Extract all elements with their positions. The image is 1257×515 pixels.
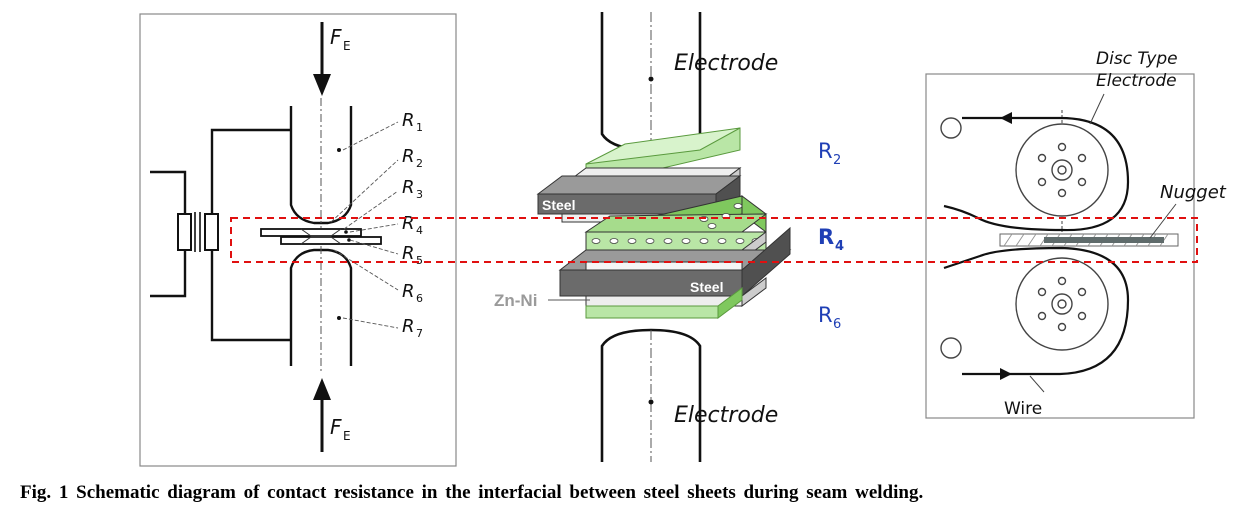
label-r3-sub: 3 bbox=[416, 188, 423, 201]
label-r5: R bbox=[402, 243, 415, 264]
upper-guide-roller bbox=[940, 117, 962, 139]
lower-wire bbox=[943, 246, 1130, 376]
middle-lower-electrode bbox=[600, 328, 702, 462]
left-panel: F E F E bbox=[139, 13, 457, 467]
upper-disc-electrode bbox=[1015, 110, 1109, 232]
label-r4-sub: 4 bbox=[416, 224, 423, 237]
label-r4: R bbox=[402, 213, 415, 234]
r4-label: R bbox=[818, 225, 834, 249]
lower-electrode bbox=[289, 246, 353, 372]
nugget-label: Nugget bbox=[1160, 182, 1227, 203]
lower-sheet-stack bbox=[558, 226, 792, 319]
label-r2-sub: 2 bbox=[416, 157, 423, 170]
r4-sub: 4 bbox=[835, 239, 844, 254]
upper-wire bbox=[943, 116, 1130, 232]
force-bottom-subscript: E bbox=[343, 429, 351, 443]
upper-wire-arrow bbox=[1000, 112, 1012, 124]
figure-caption: Fig. 1 Schematic diagram of contact resi… bbox=[20, 482, 924, 503]
label-r6-sub: 6 bbox=[416, 292, 423, 305]
resistance-leaders bbox=[330, 121, 399, 329]
electrode-bottom-label: Electrode bbox=[674, 403, 778, 428]
force-arrow-bottom bbox=[313, 378, 331, 452]
upper-electrode bbox=[289, 98, 353, 228]
middle-panel: Electrode Steel bbox=[494, 12, 844, 462]
wire-leader bbox=[1029, 375, 1045, 393]
force-top-label: F bbox=[330, 25, 342, 49]
r2-label: R bbox=[818, 139, 833, 163]
force-bottom-label: F bbox=[330, 415, 342, 439]
r2-sub: 2 bbox=[833, 153, 841, 168]
label-r6: R bbox=[402, 281, 415, 302]
disc-type-label-line2: Electrode bbox=[1096, 71, 1177, 91]
disc-leader bbox=[1089, 93, 1105, 125]
middle-upper-electrode bbox=[600, 12, 702, 152]
label-r1: R bbox=[402, 110, 415, 131]
label-r2: R bbox=[402, 146, 415, 167]
label-r1-sub: 1 bbox=[416, 121, 423, 134]
lower-disc-electrode bbox=[1015, 257, 1109, 351]
nugget-leader bbox=[1149, 203, 1177, 239]
transformer-symbol bbox=[177, 212, 219, 252]
label-r7-sub: 7 bbox=[416, 327, 423, 340]
label-r5-sub: 5 bbox=[416, 254, 423, 267]
r6-sub: 6 bbox=[833, 317, 841, 332]
right-panel-frame bbox=[925, 73, 1195, 419]
label-r3: R bbox=[402, 177, 415, 198]
resistance-labels: R 1 R 2 R 3 R 4 R 5 R 6 R 7 bbox=[402, 110, 423, 340]
welding-circuit bbox=[150, 128, 291, 342]
r6-label: R bbox=[818, 303, 833, 327]
label-r7: R bbox=[402, 316, 415, 337]
nugget-strip bbox=[999, 233, 1179, 247]
steel-bottom-label: Steel bbox=[690, 279, 723, 295]
disc-type-label-line1: Disc Type bbox=[1096, 49, 1178, 69]
zn-ni-label: Zn-Ni bbox=[494, 291, 537, 310]
interface-highlight-box bbox=[230, 217, 1198, 263]
contact-resistance-diagram: F E F E bbox=[139, 12, 1227, 467]
interface-pores bbox=[591, 203, 761, 244]
left-panel-frame bbox=[139, 13, 457, 467]
force-top-subscript: E bbox=[343, 39, 351, 53]
wire-label: Wire bbox=[1004, 399, 1042, 419]
steel-top-label: Steel bbox=[542, 197, 575, 213]
right-panel: Disc Type Electrode Nugget Wire bbox=[925, 49, 1227, 419]
lower-wire-arrow bbox=[1000, 368, 1012, 380]
force-arrow-top bbox=[313, 22, 331, 96]
steel-sheets bbox=[260, 228, 382, 245]
electrode-top-label: Electrode bbox=[674, 51, 778, 76]
lower-guide-roller bbox=[940, 337, 962, 359]
